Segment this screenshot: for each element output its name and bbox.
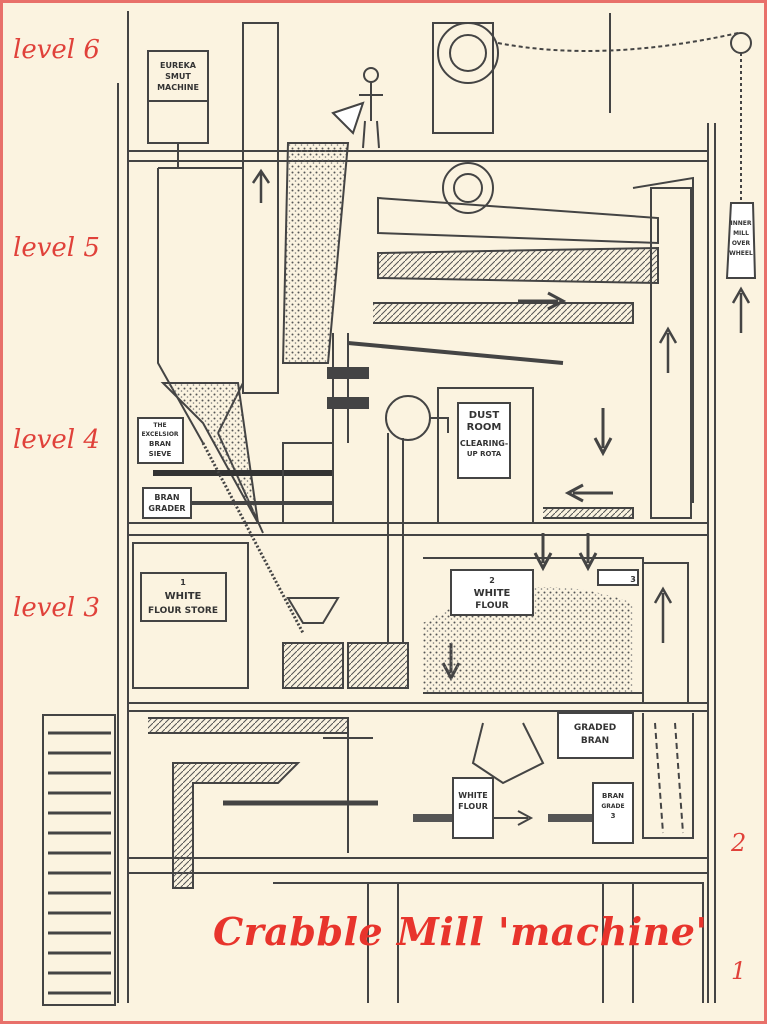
sieve-label-2: EXCELSIOR — [141, 431, 178, 438]
floor-2-label: 2 — [731, 829, 747, 857]
store2-label-3: FLOUR — [475, 601, 509, 611]
bucket-elevator — [242, 22, 279, 394]
wheel-label-3: OVER — [732, 240, 751, 247]
sieve-label-4: SIEVE — [149, 450, 172, 458]
level-6-label: level 6 — [13, 35, 100, 65]
wheel-label-1: INNER — [731, 220, 752, 227]
store1-label-1: 1 — [180, 578, 186, 587]
wheel-label-2: MILL — [733, 230, 749, 237]
graded-bran-label-1: GRADED — [574, 723, 616, 733]
grader-label-2: GRADER — [148, 504, 185, 513]
sack-bran-label-2: GRADE — [601, 803, 624, 810]
sack-white-label-1: WHITE — [458, 791, 487, 800]
store1-label-3: FLOUR STORE — [148, 606, 218, 616]
dust-label-4: UP ROTA — [467, 450, 502, 458]
right-elevator — [650, 187, 692, 519]
dust-label-2: ROOM — [467, 422, 502, 433]
grader-label-1: BRAN — [154, 493, 179, 502]
mill-diagram: EUREKA SMUT MACHINE THE EXCELSIOR BRAN S… — [42, 11, 757, 1006]
store1-label-2: WHITE — [165, 591, 202, 602]
smut-label-2: SMUT — [165, 72, 191, 81]
smut-machine-box — [147, 50, 209, 102]
level-4-label: level 4 — [13, 425, 100, 455]
store2-label-1: 2 — [489, 576, 495, 585]
sieve-label-1: THE — [153, 422, 166, 429]
diagram-title: Crabble Mill 'machine' — [213, 909, 708, 954]
graded-bran-label-2: BRAN — [581, 736, 609, 746]
level-5-label: level 5 — [13, 233, 100, 263]
smut-label-3: MACHINE — [157, 83, 199, 92]
sack-bran-label-1: BRAN — [602, 792, 624, 800]
sack-bran-label-3: 3 — [611, 812, 616, 820]
fan — [385, 395, 431, 441]
sack-white-label-2: FLOUR — [458, 802, 488, 811]
sieve-label-3: BRAN — [149, 440, 171, 448]
store2-label-2: WHITE — [474, 588, 511, 599]
sieve-lower — [377, 246, 659, 285]
wheel-label-4: WHEEL — [729, 250, 753, 257]
floor-1-label: 1 — [731, 957, 747, 985]
dust-label-1: DUST — [469, 410, 500, 421]
sieve-upper — [377, 196, 659, 245]
smut-label-1: EUREKA — [160, 61, 197, 70]
level-3-label: level 3 — [13, 593, 100, 623]
dust-label-3: CLEARING- — [460, 439, 508, 448]
store3-label: 3 — [630, 575, 636, 584]
staircase — [42, 714, 116, 1006]
grain-spout — [172, 762, 301, 889]
